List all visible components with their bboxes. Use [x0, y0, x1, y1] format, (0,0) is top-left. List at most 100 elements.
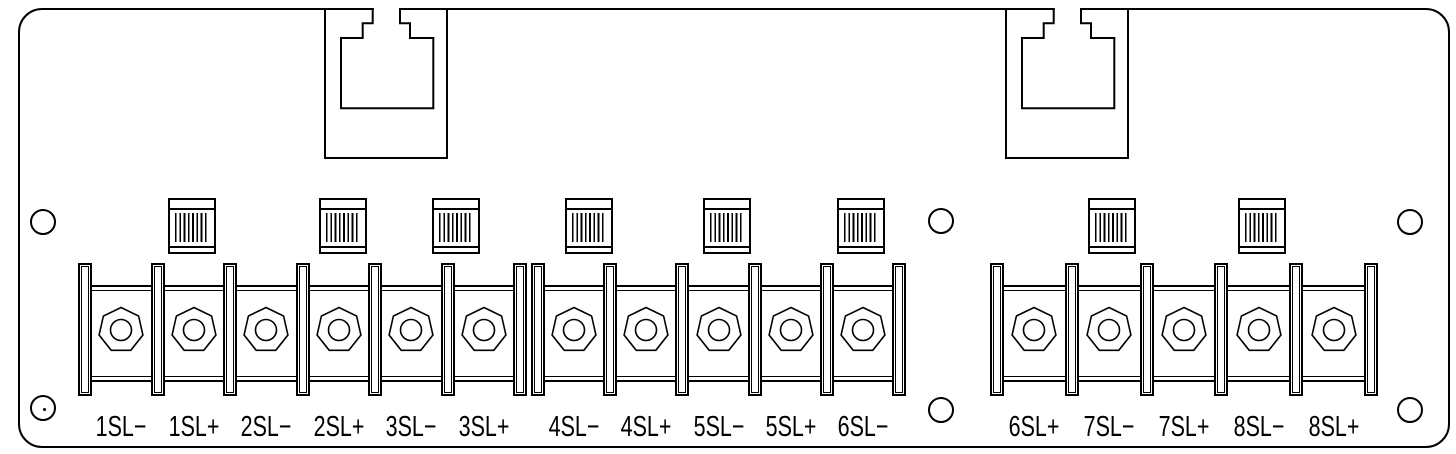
vent-hatch-lines: [1095, 213, 1129, 242]
terminal-divider-post-inner: [678, 266, 687, 393]
terminal-screw-icon: [623, 306, 670, 352]
vent-hatch-lines: [326, 213, 360, 242]
terminal-screw-icon: [316, 306, 362, 352]
terminal-divider-post-inner: [1367, 266, 1375, 393]
terminal-label: 1SL+: [168, 411, 220, 443]
terminal-divider-post: [1064, 263, 1079, 396]
terminal-screw-icon: [1011, 306, 1058, 352]
terminal-screw: [549, 305, 599, 355]
terminal-screw: [1159, 305, 1209, 355]
terminal-label: 2SL−: [240, 411, 292, 443]
terminal-divider-post-inner: [822, 266, 831, 393]
terminal-divider-post: [223, 263, 237, 396]
terminal-divider-post-inner: [1217, 266, 1226, 393]
terminal-screw-icon: [695, 306, 742, 352]
rj45-latch-opening: [1054, 6, 1081, 11]
terminal-screw-icon: [171, 306, 217, 352]
terminal-divider-post: [440, 263, 455, 396]
mounting-hole: [928, 397, 954, 423]
vent-top-band-line: [321, 208, 365, 210]
vent-slot: [703, 198, 751, 254]
terminal-label: 8SL+: [1308, 411, 1359, 443]
terminal-screw: [1084, 305, 1134, 355]
vent-bottom-band-line: [434, 246, 478, 248]
terminal-label: 4SL−: [548, 411, 600, 443]
terminal-screw: [169, 305, 219, 355]
terminal-label: 8SL−: [1233, 411, 1285, 443]
vent-bottom-band-line: [567, 246, 611, 248]
terminal-screw-icon: [1310, 306, 1357, 352]
rj45-port-left: [324, 6, 448, 159]
strip-inner-top-line: [990, 290, 1378, 291]
vent-slot: [1088, 198, 1136, 254]
terminal-screw-icon: [1236, 306, 1282, 352]
terminal-screw: [96, 305, 146, 355]
terminal-label: 7SL−: [1083, 411, 1135, 443]
vent-hatch-lines: [572, 213, 606, 242]
terminal-screw: [1234, 305, 1284, 355]
terminal-screw: [838, 305, 888, 355]
terminal-label: 1SL−: [95, 411, 147, 443]
terminal-divider-post-inner: [298, 266, 307, 393]
terminal-divider-post: [513, 263, 527, 396]
terminal-divider-post-inner: [1142, 266, 1151, 393]
strip-inner-bottom-line: [531, 376, 906, 377]
terminal-divider-post: [892, 263, 906, 396]
vent-hatch-lines: [710, 213, 744, 242]
terminal-label: 7SL+: [1158, 411, 1210, 443]
terminal-screw-icon: [767, 306, 814, 352]
terminal-strip-body: [531, 285, 906, 382]
vent-slot: [837, 198, 885, 254]
terminal-divider-post: [1214, 263, 1229, 396]
terminal-divider-post-inner: [750, 266, 759, 393]
terminal-divider-post: [675, 263, 690, 396]
rj45-outer-cutout: [1005, 8, 1129, 159]
terminal-divider-post: [603, 263, 618, 396]
vent-top-band-line: [434, 208, 478, 210]
strip-inner-bottom-line: [990, 376, 1378, 377]
terminal-screw: [1009, 305, 1059, 355]
vent-bottom-band-line: [321, 246, 365, 248]
vent-top-band-line: [705, 208, 749, 210]
vent-slot: [565, 198, 613, 254]
terminal-screw-icon: [98, 306, 145, 352]
rj45-jack-icon: [1021, 8, 1116, 110]
terminal-divider-post: [150, 263, 165, 396]
vent-top-band-line: [1240, 208, 1284, 210]
terminal-divider-post-inner: [81, 266, 89, 393]
rj45-port-right: [1005, 6, 1129, 159]
mounting-hole: [1397, 209, 1423, 235]
terminal-divider-post: [1289, 263, 1304, 396]
vent-hatch-lines: [1245, 213, 1279, 242]
terminal-label: 2SL+: [313, 411, 365, 443]
terminal-label: 5SL+: [765, 411, 817, 443]
terminal-screw-icon: [388, 306, 435, 352]
vent-top-band-line: [170, 208, 214, 210]
vent-slot: [319, 198, 367, 254]
terminal-divider-post-inner: [534, 266, 542, 393]
vent-top-band-line: [1090, 208, 1134, 210]
mounting-hole: [30, 395, 56, 421]
terminal-divider-post-inner: [153, 266, 162, 393]
terminal-screw: [459, 305, 509, 355]
terminal-label: 5SL−: [693, 411, 744, 443]
terminal-label: 6SL+: [1009, 411, 1060, 443]
terminal-screw: [314, 305, 364, 355]
terminal-label: 4SL+: [620, 411, 672, 443]
terminal-screw: [766, 305, 816, 355]
terminal-screw: [386, 305, 436, 355]
vent-bottom-band-line: [1090, 246, 1134, 248]
terminal-divider-post-inner: [993, 266, 1001, 393]
mounting-hole: [1397, 397, 1423, 423]
rj45-outer-cutout: [324, 8, 448, 159]
terminal-divider-post: [295, 263, 310, 396]
terminal-divider-post: [747, 263, 762, 396]
vent-top-band-line: [567, 208, 611, 210]
mounting-hole-center-dot: [43, 408, 46, 411]
strip-inner-top-line: [531, 290, 906, 291]
terminal-divider-post-inner: [606, 266, 615, 393]
terminal-divider-post: [990, 263, 1004, 396]
terminal-divider-post: [1139, 263, 1154, 396]
terminal-divider-post-inner: [1067, 266, 1076, 393]
terminal-divider-post: [531, 263, 545, 396]
